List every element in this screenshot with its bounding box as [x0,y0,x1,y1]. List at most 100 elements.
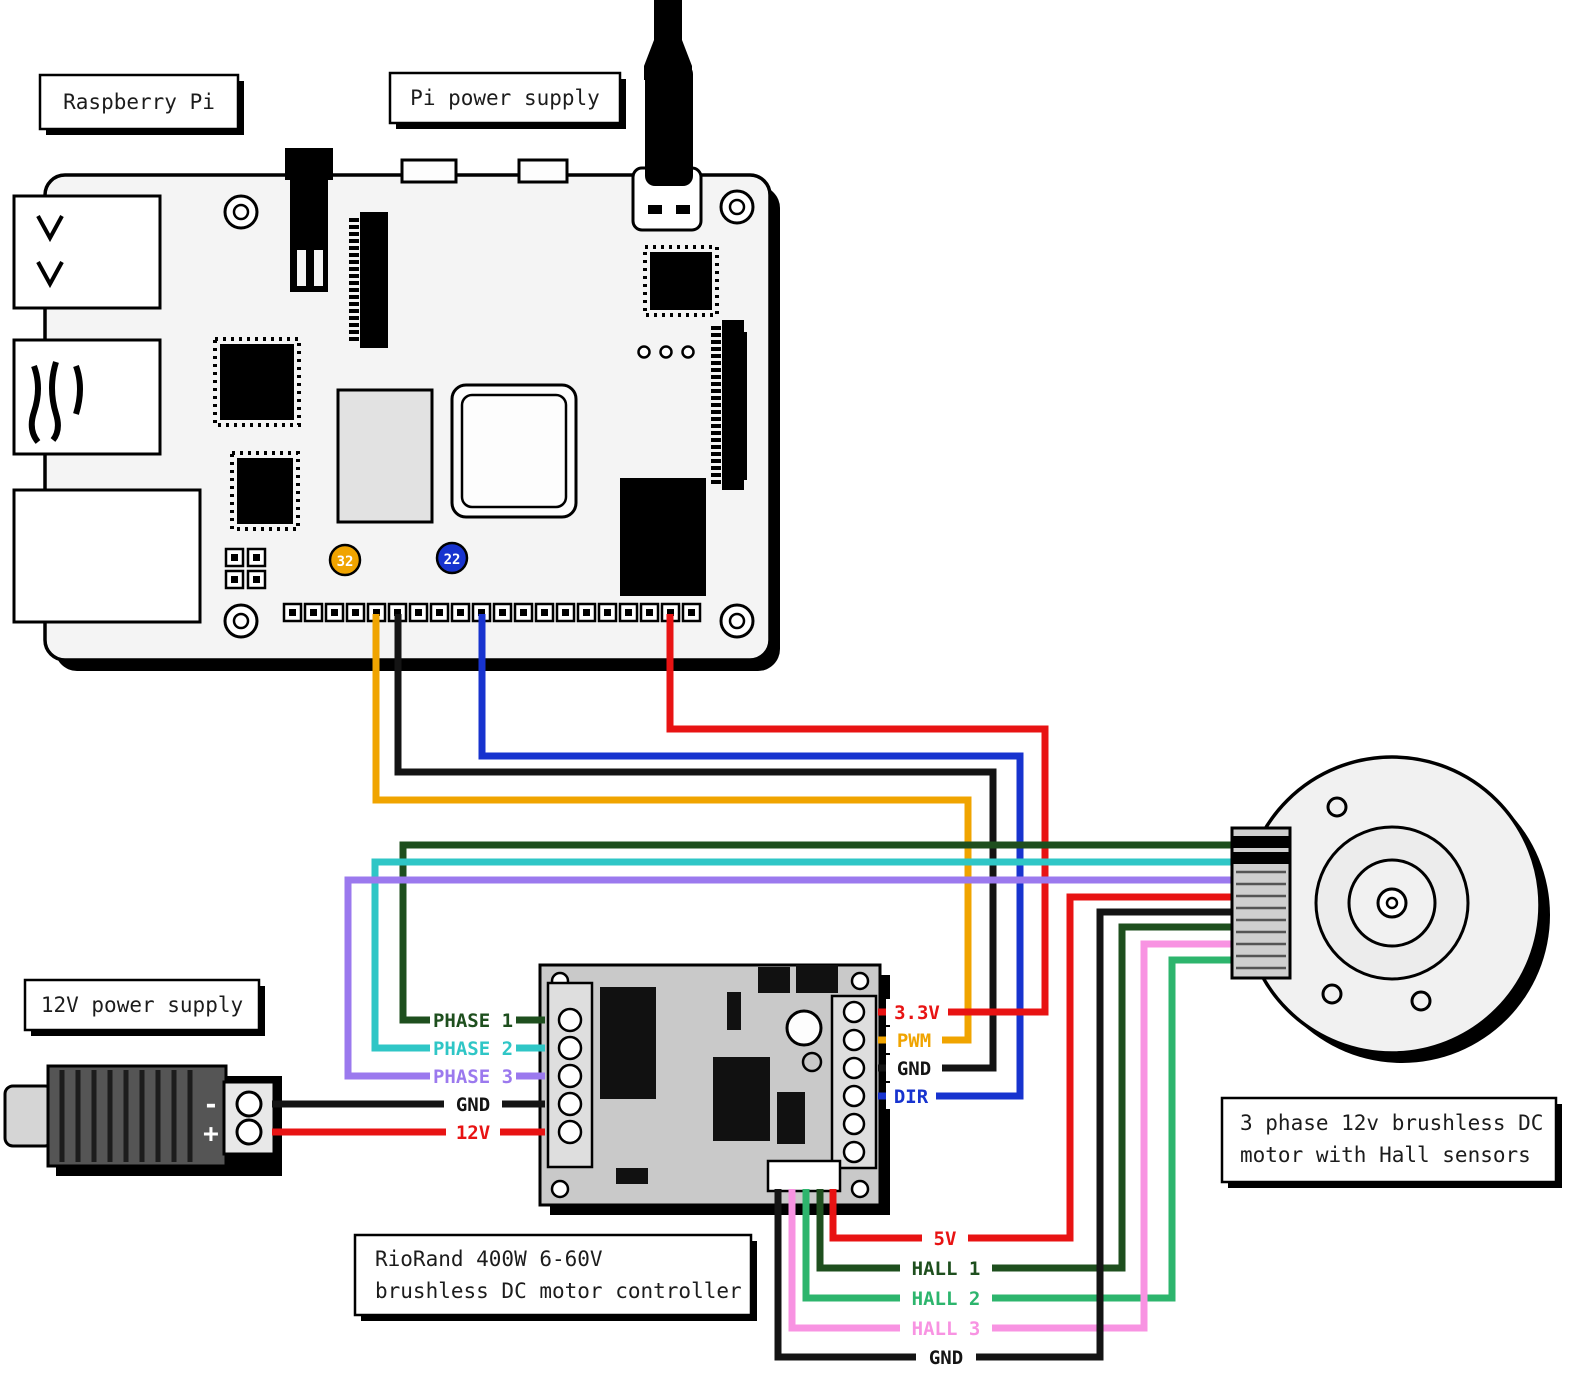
bldc-motor [1242,755,1550,1063]
terminal-dir [842,1084,866,1108]
smd-component [777,1092,805,1144]
label-bg [886,1055,942,1081]
mounting-hole [223,603,259,639]
metal-shield [450,383,578,519]
label-bg [430,1035,516,1061]
pi-power-supply-title: Pi power supply [410,86,600,110]
pi-power-supply-box [388,71,622,125]
poe-header-pin [246,569,267,590]
smd-component [727,992,741,1030]
terminal-phase1 [557,1007,583,1033]
terminal-3v3 [842,1000,866,1024]
hall-connector [766,1159,842,1193]
terminal-minus-label: - [203,1090,219,1120]
chip-pins [213,337,301,427]
phase-3-label: PHASE 3 [433,1066,513,1088]
gnd-right-label: GND [897,1058,931,1080]
soc-chip [336,388,434,524]
av-jack-slot [314,250,323,286]
mounting-hole [223,194,259,230]
pin-32-badge-circle [328,543,362,577]
motor-shaft-center [1385,896,1399,910]
terminal-screw-minus [235,1090,263,1118]
label-bg [900,1255,992,1281]
barrel-body [46,1064,228,1168]
mounting-hole [719,603,755,639]
pwm-label: PWM [897,1030,931,1052]
usb-tongue-icon [36,215,64,243]
wire-5v [829,893,1236,1242]
terminal-aux2 [842,1140,866,1164]
pin-32-badge-label: 32 [337,554,354,570]
label-bg [444,1091,502,1117]
terminal-aux1 [842,1112,866,1136]
label-bg [886,999,948,1025]
mosfet-bank [600,987,656,1099]
power-supply-12v: - + [3,1064,282,1176]
bolt-hole [1410,990,1432,1012]
motor-connector [1230,826,1292,980]
poe-header-pin [224,547,245,568]
test-point [637,345,651,359]
callout-boxes: Raspberry Pi Pi power supply 12V power s… [23,71,1562,1321]
motor-title-line2: motor with Hall sensors [1240,1143,1531,1167]
12v-power-supply-box [23,978,261,1032]
controller-title-line1: RioRand 400W 6-60V [375,1247,603,1271]
display-connector-bar [735,332,747,480]
wire-3v3 [666,614,1049,1016]
phase-2-label: PHASE 2 [433,1038,513,1060]
motor-controller-board [538,963,890,1215]
ethernet-chip [620,478,706,596]
usbc-pin [648,205,662,214]
raspberry-pi-title: Raspberry Pi [63,90,215,114]
bolt-hole [1321,983,1343,1005]
phase-1-label: PHASE 1 [433,1010,513,1032]
wire-hall-2 [802,956,1236,1302]
terminal-12v [557,1119,583,1145]
ethernet-port [12,488,202,624]
gpio-pin-badge-22: 22 [435,541,469,575]
screw-hole [850,1179,870,1199]
right-terminal-block [830,994,878,1170]
smd-component [758,967,790,993]
12v-label: 12V [456,1122,490,1144]
micro-hdmi-port-2 [517,158,569,184]
usb-tongue-icon [36,261,64,289]
12v-power-supply-title: 12V power supply [41,993,243,1017]
bolt-hole [1326,796,1348,818]
test-point [659,345,673,359]
pin-22-badge-circle [435,541,469,575]
camera-connector [360,212,388,348]
chip-pins [643,245,719,317]
label-bg [430,1063,516,1089]
connector-band [1232,852,1290,864]
label-bg [886,1027,942,1053]
barrel-ribs [59,1070,193,1162]
screw-hole [850,971,870,991]
usb-controller-chip [237,458,293,524]
motor-shaft [1376,887,1408,919]
power-plug [645,64,693,186]
motor-title-line1: 3 phase 12v brushless DC [1240,1111,1543,1135]
poe-header-pin [246,547,267,568]
label-bg [900,1285,992,1311]
av-jack-slot [297,250,306,286]
label-bg [922,1225,968,1251]
usb3-mark-icon [73,364,83,415]
wire-labels: PHASE 1 PHASE 2 PHASE 3 GND 12V 3.3V PWM… [430,999,992,1370]
mounting-hole [719,189,755,225]
smd-component [616,1168,648,1184]
gnd-bottom-label: GND [929,1347,963,1369]
terminal-plus-label: + [203,1119,219,1149]
wire-dir [478,614,1024,1100]
gnd-left-label: GND [456,1094,490,1116]
screw-hole [550,1179,570,1199]
motor-box [1220,1096,1558,1184]
wire-hall-1 [816,923,1236,1272]
label-bg [900,1315,992,1341]
usb3-mark-icon [49,361,61,442]
pin-22-badge-label: 22 [444,552,461,568]
hall-1-label: HALL 1 [912,1258,981,1280]
terminal-phase3 [557,1063,583,1089]
